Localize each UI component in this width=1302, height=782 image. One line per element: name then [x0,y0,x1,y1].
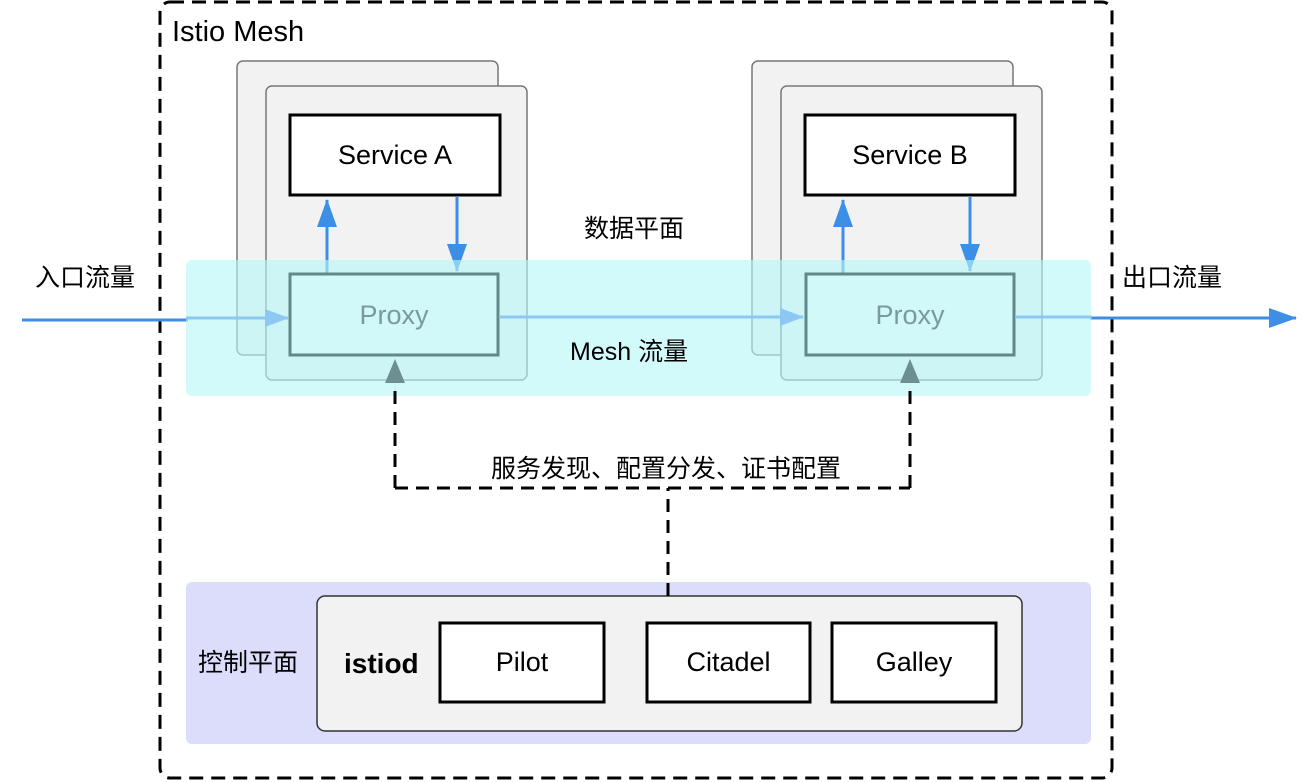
control-link-label: 服务发现、配置分发、证书配置 [489,455,844,483]
istio-mesh-boundary [158,0,1114,780]
citadel-box [645,621,812,704]
control-plane-label: 控制平面 [198,649,299,677]
service-a-label: Service A [337,139,453,170]
proxy-a-box [288,272,500,357]
service-b-label: Service B [852,139,968,170]
egress-label: 出口流量 [1122,264,1223,292]
galley-box [830,621,998,704]
service-a-box [288,113,502,197]
proxy-b-label: Proxy [875,300,945,330]
istio-mesh-title: Istio Mesh [172,16,305,48]
istiod-label: istiod [344,648,419,679]
pilot-box [438,621,606,704]
ingress-label: 入口流量 [35,264,136,292]
proxy-b-box [804,272,1016,357]
proxy-a-label: Proxy [359,300,429,330]
service-b-box [803,113,1017,197]
data-plane-label: 数据平面 [584,215,685,243]
mesh-traffic-label: Mesh 流量 [570,338,689,366]
galley-label: Galley [875,647,953,677]
control-config-connector [393,383,912,596]
citadel-label: Citadel [686,647,771,677]
pilot-label: Pilot [495,647,549,677]
